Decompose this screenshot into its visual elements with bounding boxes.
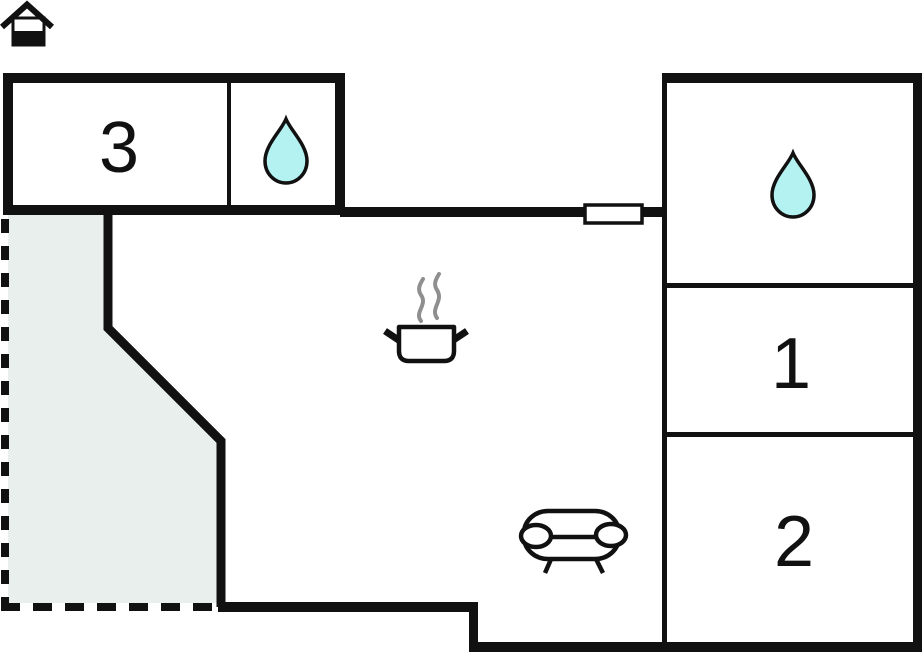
divider-room1-room2: [667, 432, 913, 437]
steam-icon: [433, 272, 441, 320]
water-drop-icon: [770, 148, 816, 219]
living-room-area: [518, 508, 629, 575]
right-wing-left-wall: [662, 73, 667, 652]
house-base: [12, 31, 45, 46]
window-symbol: [583, 203, 644, 225]
walls: [3, 73, 922, 652]
sofa-armrest-right: [593, 521, 629, 549]
bathroom-top: [263, 114, 309, 185]
main-top-wall: [340, 207, 667, 217]
divider-bath-room1: [667, 283, 913, 288]
bottom-step-wall: [469, 602, 478, 652]
room-1-label: 1: [771, 324, 811, 404]
house-roof: [0, 0, 55, 30]
steam-icon: [417, 277, 425, 323]
cooking-pot-icon: [396, 324, 457, 364]
terrace-house-wall: [103, 211, 226, 607]
bathroom-right: [770, 148, 816, 219]
living-bottom-wall: [218, 602, 478, 612]
terrace-floor: [8, 215, 218, 603]
right-wing-right-wall: [913, 73, 922, 652]
house-icon: [0, 0, 55, 47]
room-3-label: 3: [99, 108, 139, 188]
terrace-area: [1, 211, 226, 611]
water-drop-icon: [263, 114, 309, 185]
sofa-armrest-left: [518, 522, 554, 550]
outer-bottom-wall: [469, 642, 922, 652]
room-2-label: 2: [774, 502, 814, 582]
kitchen-area: [383, 272, 469, 364]
right-wing-top-wall: [662, 73, 922, 83]
